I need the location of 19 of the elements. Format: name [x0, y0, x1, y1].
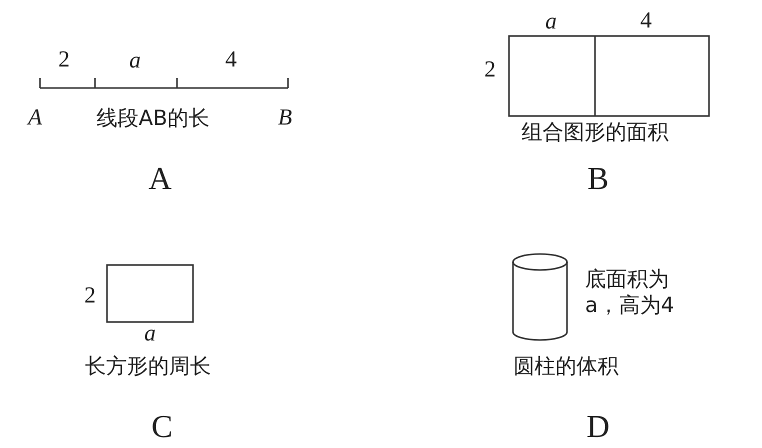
dimension-label: a: [545, 8, 557, 36]
note: 底面积为a，高为4: [585, 266, 676, 318]
caption: 圆柱的体积: [514, 352, 618, 380]
dimension-label: 2: [58, 46, 70, 74]
caption: 线段AB的长: [96, 104, 210, 132]
dimension-label: a: [144, 320, 156, 348]
option-letter: D: [586, 407, 610, 446]
dimension-label: 4: [225, 46, 237, 74]
dimension-label: 2: [84, 282, 96, 310]
caption: 组合图形的面积: [522, 118, 668, 146]
caption: 长方形的周长: [85, 352, 211, 380]
point-label: B: [278, 104, 292, 132]
option-letter: C: [151, 407, 173, 446]
dimension-label: 4: [640, 6, 652, 35]
dimension-label: a: [129, 46, 141, 75]
option-letter: B: [587, 159, 609, 198]
option-letter: A: [148, 159, 172, 198]
point-label: A: [28, 104, 42, 132]
dimension-label: 2: [484, 56, 496, 84]
